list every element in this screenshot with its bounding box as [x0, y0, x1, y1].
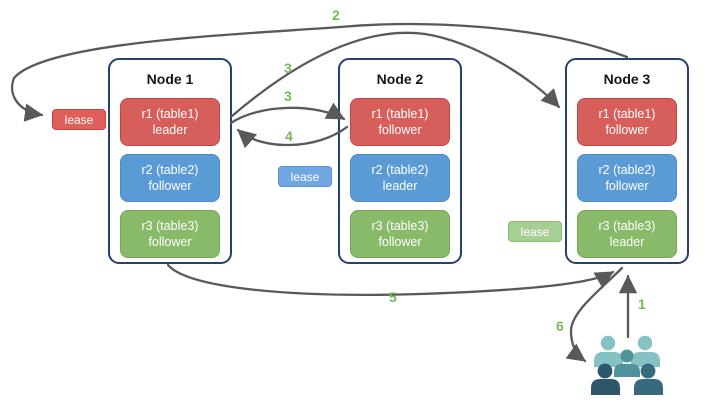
lease-badge-table1: lease — [52, 109, 106, 130]
step-label-6: 6 — [556, 318, 564, 334]
node1-replica-r3: r3 (table3) follower — [120, 210, 220, 258]
replica-role: follower — [378, 123, 422, 137]
replica-name: r2 (table2) — [141, 162, 199, 177]
replica-role: follower — [605, 123, 649, 137]
replica-role: leader — [609, 235, 645, 249]
replica-role: follower — [148, 235, 192, 249]
node2-replica-r1: r1 (table1) follower — [350, 98, 450, 146]
replica-name: r2 (table2) — [598, 162, 656, 177]
node-3-box: Node 3 r1 (table1) follower r2 (table2) … — [565, 58, 689, 264]
node-2-title: Node 2 — [376, 71, 424, 87]
replica-name: r1 (table1) — [371, 106, 429, 121]
node-3-title: Node 3 — [603, 71, 651, 87]
node3-replica-r1: r1 (table1) follower — [577, 98, 677, 146]
node1-replica-r1: r1 (table1) leader — [120, 98, 220, 146]
replica-role: leader — [382, 179, 418, 193]
node3-replica-r3: r3 (table3) leader — [577, 210, 677, 258]
node2-replica-r3: r3 (table3) follower — [350, 210, 450, 258]
arrow-step2-node3-to-lease — [11, 22, 629, 122]
node-2-box: Node 2 r1 (table1) follower r2 (table2) … — [338, 58, 462, 264]
node-1-box: Node 1 r1 (table1) leader r2 (table2) fo… — [108, 58, 232, 264]
step-label-1: 1 — [638, 296, 646, 312]
step-label-3a: 3 — [284, 60, 292, 76]
replica-role: follower — [605, 179, 649, 193]
arrow-step3-leader-to-node2 — [229, 102, 346, 125]
replica-name: r2 (table2) — [371, 162, 429, 177]
replica-name: r3 (table3) — [371, 218, 429, 233]
replica-role: follower — [378, 235, 422, 249]
arrow-step6-node3-to-users — [565, 266, 624, 363]
node-1-title: Node 1 — [146, 71, 194, 87]
users-icon — [591, 335, 663, 395]
step-label-2: 2 — [332, 7, 340, 23]
step-label-5: 5 — [389, 289, 397, 305]
replica-role: follower — [148, 179, 192, 193]
replica-name: r3 (table3) — [141, 218, 199, 233]
lease-badge-table3: lease — [508, 221, 562, 242]
node1-replica-r2: r2 (table2) follower — [120, 154, 220, 202]
lease-badge-table2: lease — [278, 166, 332, 187]
node2-replica-r2: r2 (table2) leader — [350, 154, 450, 202]
replica-name: r1 (table1) — [598, 106, 656, 121]
node3-replica-r2: r2 (table2) follower — [577, 154, 677, 202]
replica-name: r3 (table3) — [598, 218, 656, 233]
step-label-3b: 3 — [284, 88, 292, 104]
replica-role: leader — [152, 123, 188, 137]
replica-name: r1 (table1) — [141, 106, 199, 121]
step-label-4: 4 — [285, 128, 293, 144]
